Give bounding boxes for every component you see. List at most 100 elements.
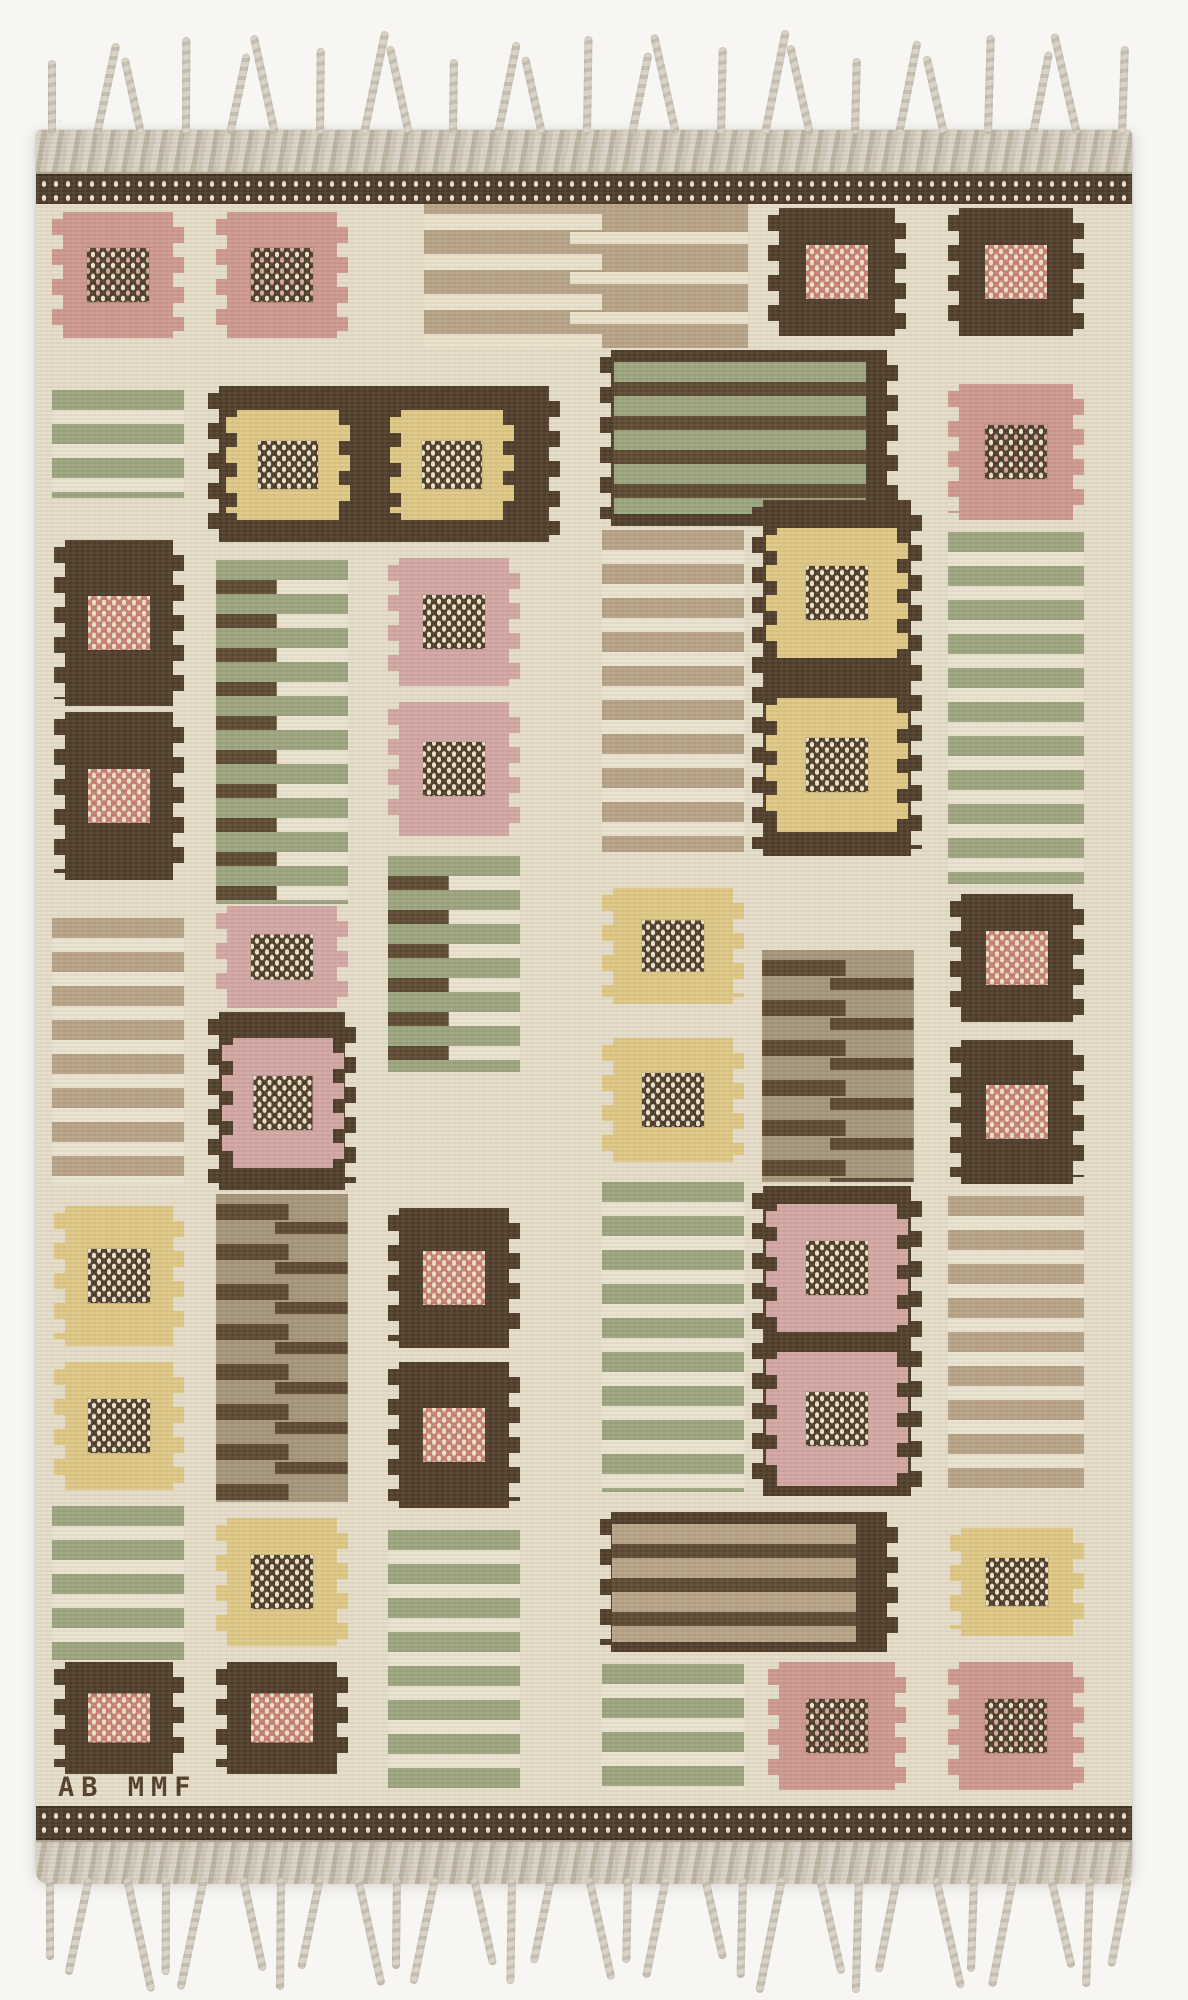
fringe-tassel-bottom [987, 1877, 1017, 1988]
rug-block-stripesdash [216, 560, 348, 904]
rug-block-stripes [602, 1182, 744, 1492]
fringe-tassel-bottom [506, 1877, 516, 1985]
fringe-tassel-bottom [276, 1877, 285, 1991]
dotted-motif [88, 1693, 150, 1743]
rug-block-tooth [54, 712, 184, 880]
rug-block-tooth [948, 208, 1084, 336]
braided-edge-top [36, 130, 1132, 174]
block-teeth-right [172, 1369, 184, 1483]
fringe-tassel-top [226, 52, 252, 135]
dotted-motif [251, 1693, 313, 1743]
block-teeth-left [216, 219, 228, 331]
dotted-motif [88, 1399, 150, 1453]
block-teeth-left [768, 1669, 780, 1783]
block-teeth-right [502, 417, 514, 513]
rug-block-stripes [948, 1196, 1084, 1490]
fringe-tassel-bottom [354, 1877, 386, 1987]
fringe-tassel-bottom [966, 1877, 978, 1973]
dotted-motif [986, 1558, 1048, 1606]
fringe-tassel-bottom [1107, 1877, 1132, 1968]
fringe-tassel-bottom [1081, 1877, 1094, 1988]
block-teeth-left [950, 1535, 962, 1629]
block-teeth-right [896, 1359, 908, 1479]
block-teeth-left [766, 1359, 778, 1479]
fringe-tassel-bottom [754, 1877, 786, 1994]
dotted-border-bottom [36, 1806, 1132, 1840]
dotted-motif [258, 441, 318, 489]
block-teeth-left [226, 417, 238, 513]
fringe-tassel-top [48, 60, 56, 134]
fringe-tassel-bottom [641, 1877, 670, 1979]
rug-block-stripes [602, 1664, 744, 1790]
dotted-motif [88, 1249, 150, 1303]
block-teeth-left [766, 705, 778, 825]
block-teeth-right [1072, 391, 1084, 513]
block-teeth-right [336, 913, 348, 1001]
fringe-tassel-bottom [296, 1877, 324, 1970]
dotted-motif [985, 245, 1047, 299]
dotted-motif [985, 1699, 1047, 1753]
fringe-tassel-bottom [816, 1877, 846, 1975]
block-teeth-right [1072, 1047, 1084, 1177]
rug-block-stripes [614, 362, 866, 514]
fringe-tassel-top [493, 41, 521, 135]
fringe-tassel-top [627, 51, 653, 135]
rug-block-tooth [54, 1662, 184, 1774]
dotted-motif [251, 934, 313, 980]
block-teeth-right [1072, 1535, 1084, 1629]
rug-block-tooth [216, 906, 348, 1008]
rug-block-stripes [52, 390, 184, 498]
fringe-tassel-bottom [123, 1877, 156, 1993]
fringe-tassel-bottom [238, 1877, 267, 1972]
fringe-tassel-top [895, 40, 922, 135]
rug-block-stripes [602, 530, 744, 852]
block-teeth-left [752, 1193, 764, 1489]
block-teeth-left [766, 1211, 778, 1325]
rug-block-stripes [948, 532, 1084, 884]
rug-block-tooth [388, 1362, 520, 1508]
block-teeth-left [752, 507, 764, 849]
fringe-tassel-bottom [931, 1877, 965, 1990]
block-teeth-right [886, 357, 898, 519]
fringe-tassel-top [1028, 50, 1054, 135]
block-teeth-right [548, 393, 560, 535]
block-teeth-left [216, 913, 228, 1001]
dotted-motif [806, 566, 868, 620]
block-teeth-left [54, 1369, 66, 1483]
fringe-tassel-top [583, 35, 593, 135]
fringe-tassel-top [181, 36, 191, 135]
block-teeth-left [54, 547, 66, 699]
dotted-motif [806, 1699, 868, 1753]
rug-block-dash [216, 1194, 348, 1502]
rug-block-tooth [950, 1040, 1084, 1184]
fringe-tassel-top [385, 45, 413, 135]
block-teeth-right [172, 719, 184, 873]
block-teeth-right [896, 705, 908, 825]
rug-block-tooth [54, 540, 184, 706]
fringe-tassel-top [449, 58, 459, 135]
fringe-tassel-top [716, 46, 727, 135]
block-teeth-right [1072, 215, 1084, 329]
fringe-tassel-top [984, 34, 996, 135]
rug-field [36, 204, 1132, 1806]
block-teeth-right [894, 215, 906, 329]
dotted-motif [423, 742, 485, 796]
block-teeth-right [508, 1215, 520, 1341]
dotted-motif [88, 596, 150, 650]
dotted-motif [423, 1408, 485, 1462]
fringe-tassel-bottom [176, 1877, 208, 1991]
dotted-motif [423, 1251, 485, 1305]
fringe-tassel-top [850, 57, 861, 135]
fringe-tassel-bottom [46, 1878, 54, 1960]
block-teeth-right [332, 1045, 344, 1161]
dotted-border-top [36, 174, 1132, 208]
rug-block-tooth [54, 1206, 184, 1346]
block-teeth-left [52, 219, 64, 331]
block-teeth-left [950, 901, 962, 1015]
block-teeth-right [732, 895, 744, 997]
rug-block-tooth [222, 1038, 344, 1168]
rug-block-tooth [388, 702, 520, 836]
rug-block-tooth [602, 888, 744, 1004]
rug-block-stripes [52, 1506, 184, 1660]
